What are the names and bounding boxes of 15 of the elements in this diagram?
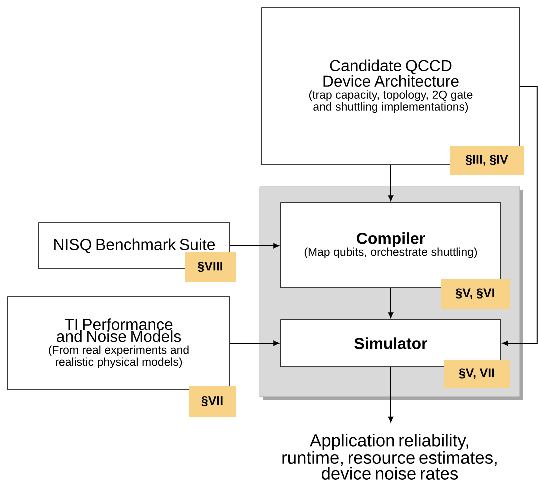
arrow <box>388 288 394 318</box>
section-tag: §III, §IV <box>450 146 524 175</box>
arrow <box>388 164 394 202</box>
arrow <box>230 340 280 346</box>
output-text: Application reliability, runtime, resource estimates, device noise rates <box>282 434 497 480</box>
section-tag: §VIII <box>185 252 236 282</box>
section-tag: §V, VII <box>444 360 510 388</box>
section-tag: §VII <box>189 386 236 417</box>
arrow <box>502 86 538 346</box>
arrow <box>230 243 280 249</box>
section-tag: §V, §VI <box>441 279 510 309</box>
process-box: Compiler (Map qubits, orchestrate shuttling) <box>280 202 502 288</box>
process-box: Simulator <box>280 320 502 368</box>
arrow <box>388 366 394 422</box>
process-box: TI Performance and Noise Models (From real experiments and realistic physical models) <box>8 296 230 390</box>
